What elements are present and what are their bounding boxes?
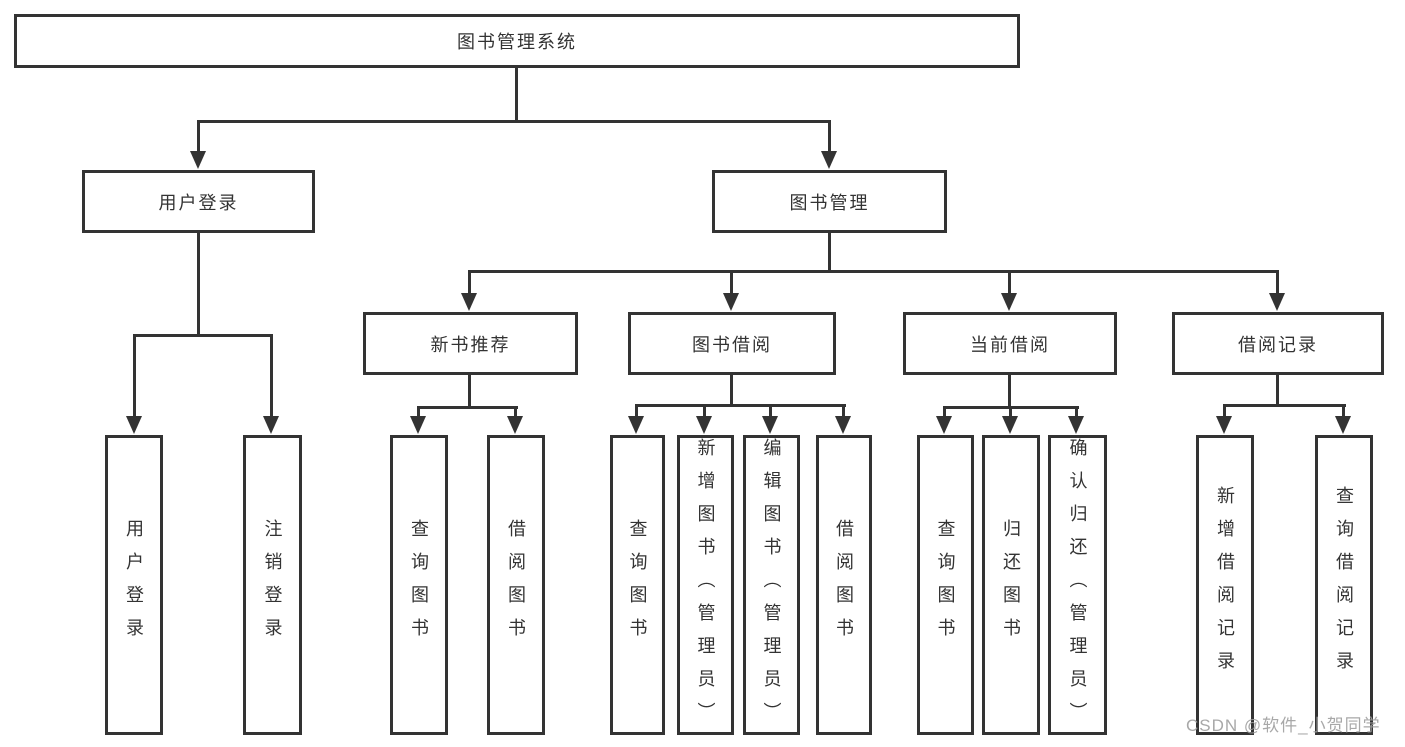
arrowhead-down-icon [936, 416, 952, 434]
connector-line [1008, 270, 1011, 296]
arrowhead-down-icon [723, 293, 739, 311]
node-book-borrowing: 图书借阅 [628, 312, 836, 375]
arrowhead-down-icon [821, 151, 837, 169]
arrowhead-down-icon [263, 416, 279, 434]
connector-line [1223, 404, 1226, 420]
connector-line [730, 270, 733, 296]
leaf-edit-book-admin: 编辑图书（管理员） [743, 435, 800, 735]
leaf-add-book-admin: 新增图书（管理员） [677, 435, 734, 735]
leaf-user-login: 用户登录 [105, 435, 163, 735]
connector-line [943, 406, 946, 420]
connector-line [703, 404, 706, 420]
arrowhead-down-icon [126, 416, 142, 434]
node-current-borrowing: 当前借阅 [903, 312, 1117, 375]
arrowhead-down-icon [410, 416, 426, 434]
arrowhead-down-icon [1002, 416, 1018, 434]
connector-line [417, 406, 518, 409]
leaf-query-books-borrowing: 查询图书 [610, 435, 665, 735]
node-book-management: 图书管理 [712, 170, 947, 233]
connector-line [1276, 270, 1279, 296]
node-new-book-recommend: 新书推荐 [363, 312, 578, 375]
arrowhead-down-icon [835, 416, 851, 434]
connector-line [1342, 404, 1345, 420]
leaf-logout: 注销登录 [243, 435, 302, 735]
csdn-watermark: CSDN @软件_小贺同学 [1186, 716, 1381, 735]
node-user-login: 用户登录 [82, 170, 315, 233]
leaf-query-books-recommend: 查询图书 [390, 435, 448, 735]
node-root-library-system: 图书管理系统 [14, 14, 1020, 68]
arrowhead-down-icon [1216, 416, 1232, 434]
connector-line [636, 404, 846, 407]
leaf-borrow-books: 借阅图书 [816, 435, 872, 735]
arrowhead-down-icon [696, 416, 712, 434]
connector-line [514, 406, 517, 420]
leaf-confirm-return-admin: 确认归还（管理员） [1048, 435, 1107, 735]
connector-line [635, 404, 638, 420]
leaf-add-borrow-record: 新增借阅记录 [1196, 435, 1254, 735]
connector-line [1075, 406, 1078, 420]
connector-line [197, 120, 200, 156]
connector-line [842, 404, 845, 420]
node-borrowing-records: 借阅记录 [1172, 312, 1384, 375]
connector-line [769, 404, 772, 420]
connector-line [515, 68, 518, 123]
arrowhead-down-icon [1269, 293, 1285, 311]
arrowhead-down-icon [461, 293, 477, 311]
connector-line [828, 120, 831, 156]
connector-line [468, 375, 471, 409]
connector-line [730, 375, 733, 407]
connector-line [1009, 406, 1012, 420]
connector-line [197, 233, 200, 337]
connector-line [197, 120, 831, 123]
connector-line [417, 406, 420, 420]
arrowhead-down-icon [507, 416, 523, 434]
leaf-query-books-current: 查询图书 [917, 435, 974, 735]
connector-line [1223, 404, 1346, 407]
connector-line [134, 334, 273, 337]
arrowhead-down-icon [1068, 416, 1084, 434]
leaf-query-borrow-record: 查询借阅记录 [1315, 435, 1373, 735]
arrowhead-down-icon [762, 416, 778, 434]
arrowhead-down-icon [1335, 416, 1351, 434]
connector-line [1008, 375, 1011, 409]
connector-line [133, 334, 136, 419]
arrowhead-down-icon [628, 416, 644, 434]
leaf-borrow-books-recommend: 借阅图书 [487, 435, 545, 735]
connector-line [828, 233, 831, 273]
arrowhead-down-icon [190, 151, 206, 169]
leaf-return-books: 归还图书 [982, 435, 1040, 735]
connector-line [469, 270, 1279, 273]
arrowhead-down-icon [1001, 293, 1017, 311]
connector-line [270, 334, 273, 419]
connector-line [468, 270, 471, 296]
connector-line [1276, 375, 1279, 406]
